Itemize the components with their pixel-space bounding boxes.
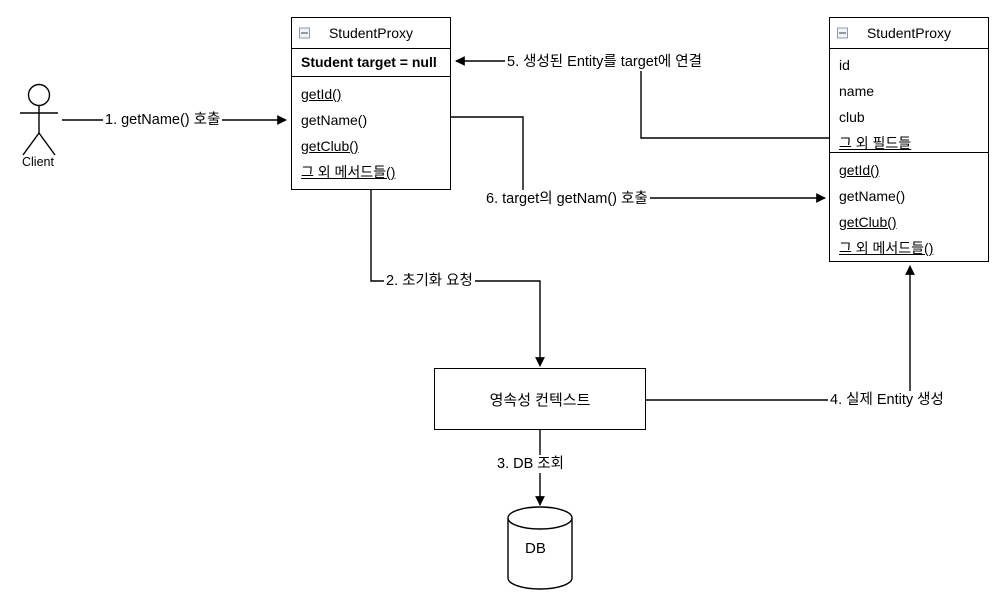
proxy-methods-compartment: getId() getName() getClub() 그 외 메서드들() (292, 77, 450, 189)
entity-class-title: StudentProxy (866, 25, 952, 41)
edge-5-link-target (455, 56, 829, 139)
edge-label-2: 2. 초기화 요청 (384, 272, 475, 290)
persistence-context-box[interactable]: 영속성 컨텍스트 (434, 368, 646, 430)
edge-label-1: 1. getName() 호출 (103, 111, 223, 129)
edge-6-delegate-getname (451, 116, 826, 203)
edge-label-6: 6. target의 getNam() 호출 (484, 190, 650, 208)
entity-field-others: 그 외 필드들 (839, 135, 912, 151)
client-actor-label: Client (22, 155, 54, 169)
entity-field-id: id (839, 57, 850, 73)
proxy-method-get-name[interactable]: getName() (301, 112, 368, 128)
proxy-fields-compartment: Student target = null (292, 49, 450, 77)
uml-class-student-entity[interactable]: StudentProxy id name club 그 외 필드들 getId(… (829, 17, 989, 262)
proxy-class-title: StudentProxy (328, 25, 414, 41)
persistence-context-label: 영속성 컨텍스트 (489, 391, 591, 409)
edge-label-3: 3. DB 조회 (495, 455, 566, 473)
edge-label-5: 5. 생성된 Entity를 target에 연결 (505, 53, 704, 71)
proxy-method-get-id[interactable]: getId() (301, 86, 342, 102)
entity-method-get-name[interactable]: getName() (839, 188, 906, 204)
proxy-class-header: StudentProxy (292, 18, 450, 49)
proxy-field-target: Student target = null (301, 54, 437, 70)
uml-class-student-proxy[interactable]: StudentProxy Student target = null getId… (291, 17, 451, 190)
entity-field-name: name (839, 83, 875, 99)
entity-method-get-id[interactable]: getId() (839, 162, 880, 178)
edge-4-create-entity (646, 265, 915, 401)
entity-method-get-club[interactable]: getClub() (839, 214, 897, 230)
entity-class-header: StudentProxy (830, 18, 988, 49)
edge-label-4: 4. 실제 Entity 생성 (828, 391, 946, 409)
entity-method-others[interactable]: 그 외 메서드들() (839, 240, 934, 256)
entity-fields-compartment: id name club 그 외 필드들 (830, 49, 988, 153)
client-actor-icon (20, 83, 58, 156)
proxy-method-others[interactable]: 그 외 메서드들() (301, 164, 396, 180)
collapse-minus-icon[interactable] (299, 27, 310, 39)
entity-field-club: club (839, 109, 865, 125)
database-label: DB (525, 540, 546, 557)
collapse-minus-icon[interactable] (837, 27, 848, 39)
proxy-method-get-club[interactable]: getClub() (301, 138, 359, 154)
entity-methods-compartment: getId() getName() getClub() 그 외 메서드들() (830, 153, 988, 265)
